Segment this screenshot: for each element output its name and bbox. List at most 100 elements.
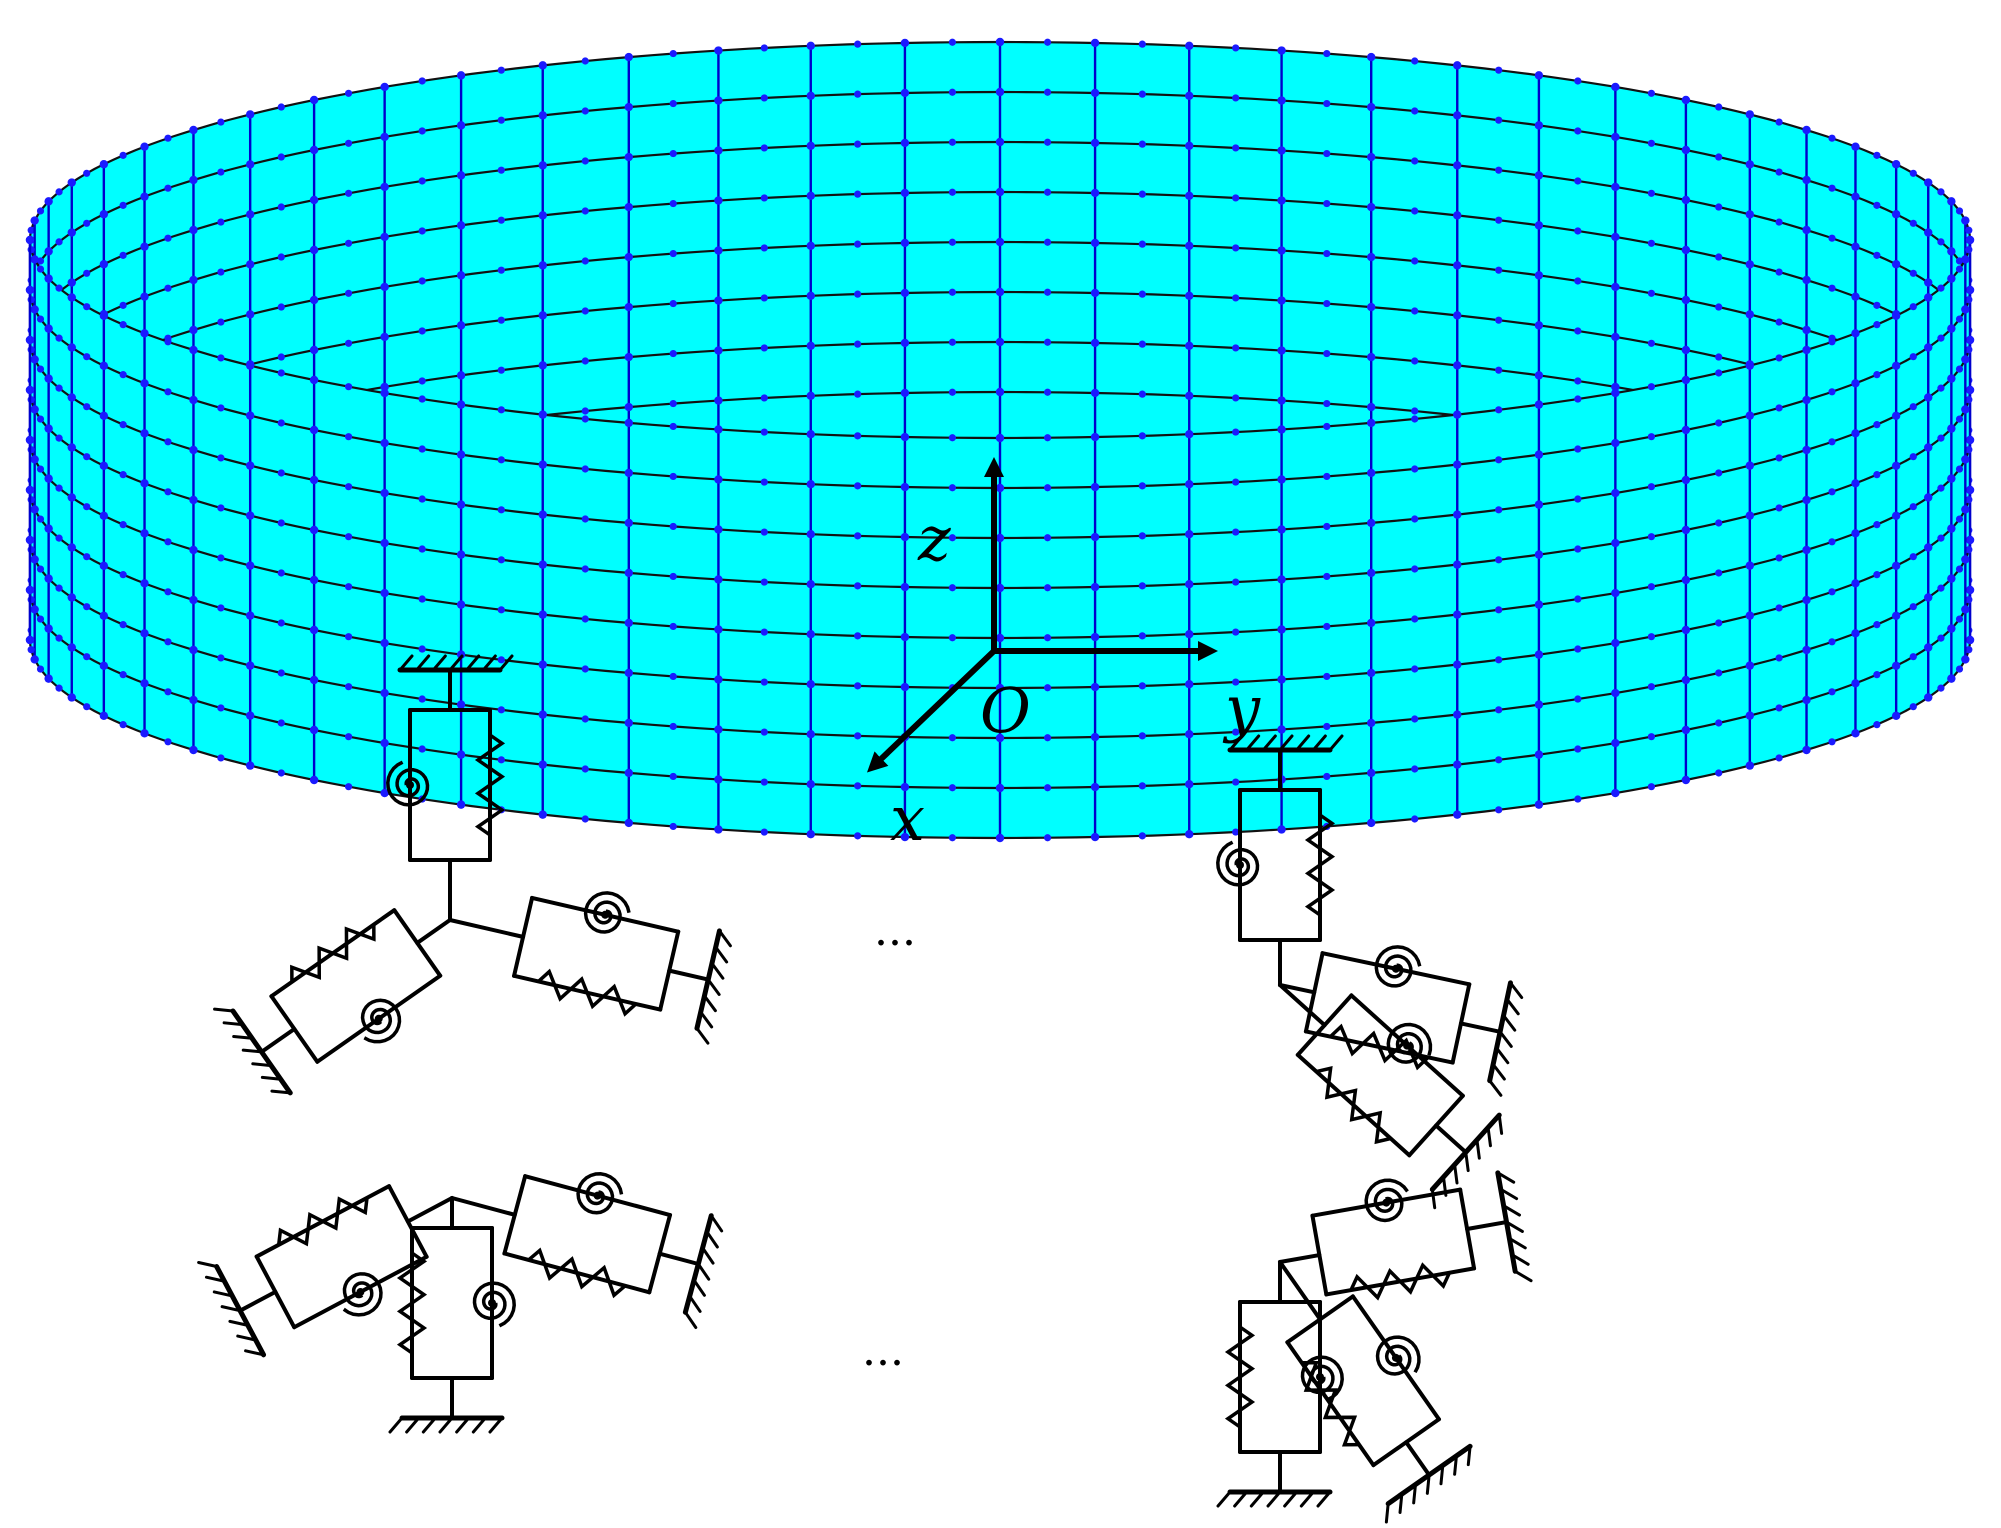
- mesh-node: [1090, 188, 1100, 198]
- mesh-node: [538, 161, 547, 170]
- mesh-node: [538, 211, 547, 220]
- mesh-node: [67, 278, 76, 287]
- mesh-node: [1873, 671, 1881, 679]
- mesh-node: [99, 411, 109, 420]
- ellipsis-lower: ...: [862, 1325, 904, 1376]
- mesh-node: [1043, 388, 1052, 396]
- mesh-node: [99, 461, 109, 470]
- mesh-node: [1937, 484, 1945, 492]
- mesh-node: [1745, 361, 1755, 370]
- mesh-node: [1323, 672, 1331, 681]
- mesh-node: [497, 366, 505, 374]
- mesh-node: [1681, 145, 1691, 155]
- mesh-node: [1715, 153, 1723, 161]
- mesh-node: [418, 177, 426, 185]
- mesh-node: [380, 488, 389, 498]
- mesh-node: [27, 646, 35, 654]
- mesh-node: [1802, 345, 1811, 355]
- mesh-node: [1453, 710, 1462, 719]
- mesh-node: [418, 495, 426, 503]
- mesh-node: [1453, 311, 1462, 320]
- mesh-node: [36, 365, 45, 373]
- mesh-node: [344, 533, 353, 541]
- mesh-node: [1367, 518, 1376, 528]
- mesh-node: [948, 634, 957, 642]
- mesh-node: [1090, 782, 1100, 792]
- mesh-node: [67, 178, 76, 187]
- mesh-node: [624, 818, 633, 828]
- mesh-node: [1891, 511, 1901, 520]
- support-link: [1384, 1502, 1390, 1524]
- support-link: [236, 1334, 258, 1342]
- mesh-node: [948, 834, 957, 842]
- torsion-spring: [1216, 840, 1260, 887]
- mesh-node: [714, 625, 723, 634]
- mesh-node: [1961, 305, 1970, 314]
- mesh-node: [67, 693, 76, 702]
- mesh-node: [1453, 211, 1462, 220]
- mesh-node: [1534, 600, 1544, 609]
- mesh-node: [1323, 249, 1331, 258]
- support-link: [1283, 1490, 1299, 1508]
- mesh-node: [1828, 738, 1836, 746]
- mesh-node: [669, 422, 677, 431]
- mesh-node: [1138, 190, 1146, 198]
- mesh-node: [44, 374, 53, 383]
- support-link: [1502, 1204, 1521, 1217]
- mesh-node: [418, 227, 426, 235]
- mesh-node: [245, 461, 255, 470]
- mesh-node: [538, 261, 547, 270]
- mesh-node: [99, 511, 109, 520]
- mesh-node: [1681, 295, 1691, 305]
- mesh-node: [380, 738, 389, 748]
- spring-coil: [1224, 1325, 1256, 1429]
- mesh-node: [1043, 534, 1052, 542]
- mesh-node: [55, 384, 63, 392]
- mesh-node: [1232, 728, 1240, 736]
- mesh-node: [164, 688, 172, 696]
- mesh-node: [854, 732, 862, 740]
- mesh-node: [418, 645, 426, 653]
- support-link: [1412, 1483, 1417, 1505]
- mesh-node: [1965, 485, 1975, 495]
- mesh-node: [1937, 384, 1945, 392]
- mesh-node: [806, 529, 815, 539]
- support-link: [1285, 1294, 1355, 1345]
- support-link: [1495, 1046, 1510, 1065]
- mesh-node: [624, 718, 633, 728]
- mesh-node: [55, 284, 63, 292]
- mesh-node: [83, 553, 91, 561]
- mesh-node: [1965, 226, 1973, 234]
- support-link: [1295, 734, 1311, 752]
- mesh-node: [1185, 779, 1194, 789]
- mesh-node: [309, 95, 319, 105]
- mesh-node: [1851, 579, 1860, 588]
- mesh-node: [277, 769, 285, 777]
- mesh-node: [1909, 403, 1917, 411]
- mesh-node: [67, 293, 76, 302]
- mesh-node: [1891, 361, 1901, 370]
- mesh-node: [669, 299, 677, 308]
- mesh-node: [806, 191, 815, 201]
- mesh-node: [669, 349, 677, 358]
- mesh-node: [44, 424, 53, 433]
- mesh-node: [67, 443, 76, 452]
- mesh-node: [36, 415, 45, 423]
- mesh-node: [1828, 588, 1836, 596]
- mesh-node: [1574, 395, 1582, 403]
- support-link: [696, 1262, 711, 1281]
- mesh-node: [1955, 207, 1964, 215]
- mesh-node: [1185, 479, 1194, 489]
- mesh-node: [624, 768, 633, 778]
- mesh-node: [277, 669, 285, 677]
- support-link: [1498, 1030, 1513, 1048]
- mesh-node: [1534, 321, 1544, 330]
- mesh-node: [624, 418, 633, 428]
- mesh-node: [1947, 674, 1956, 683]
- mesh-node: [1965, 396, 1973, 404]
- mesh-node: [1947, 274, 1956, 283]
- mesh-node: [1090, 338, 1100, 348]
- mesh-node: [25, 435, 35, 445]
- mesh-node: [806, 579, 815, 589]
